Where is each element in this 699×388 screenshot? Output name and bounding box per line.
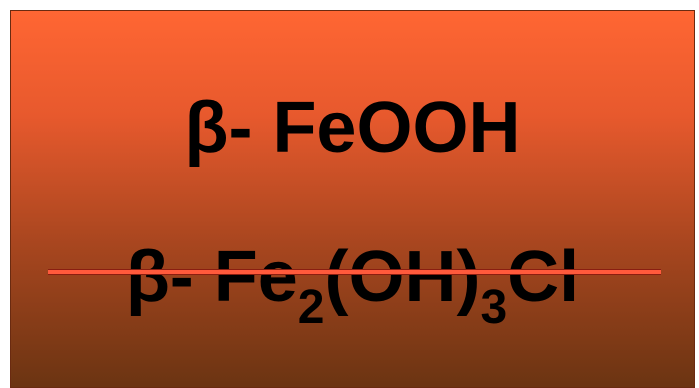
formula-2-subscript-2: 3 xyxy=(480,281,508,334)
formula-2-prefix: β- Fe xyxy=(125,237,298,317)
formula-2-suffix: Cl xyxy=(507,237,580,317)
formula-beta-feooh: β- FeOOH xyxy=(184,88,521,168)
formula-2-subscript-1: 2 xyxy=(297,281,325,334)
formula-beta-fe2-oh3-cl: β- Fe2(OH)3Cl xyxy=(11,241,694,332)
strikethrough-line xyxy=(48,269,661,275)
formula-2-middle: (OH) xyxy=(324,237,481,317)
slide: β- FeOOH β- Fe2(OH)3Cl xyxy=(10,10,695,388)
